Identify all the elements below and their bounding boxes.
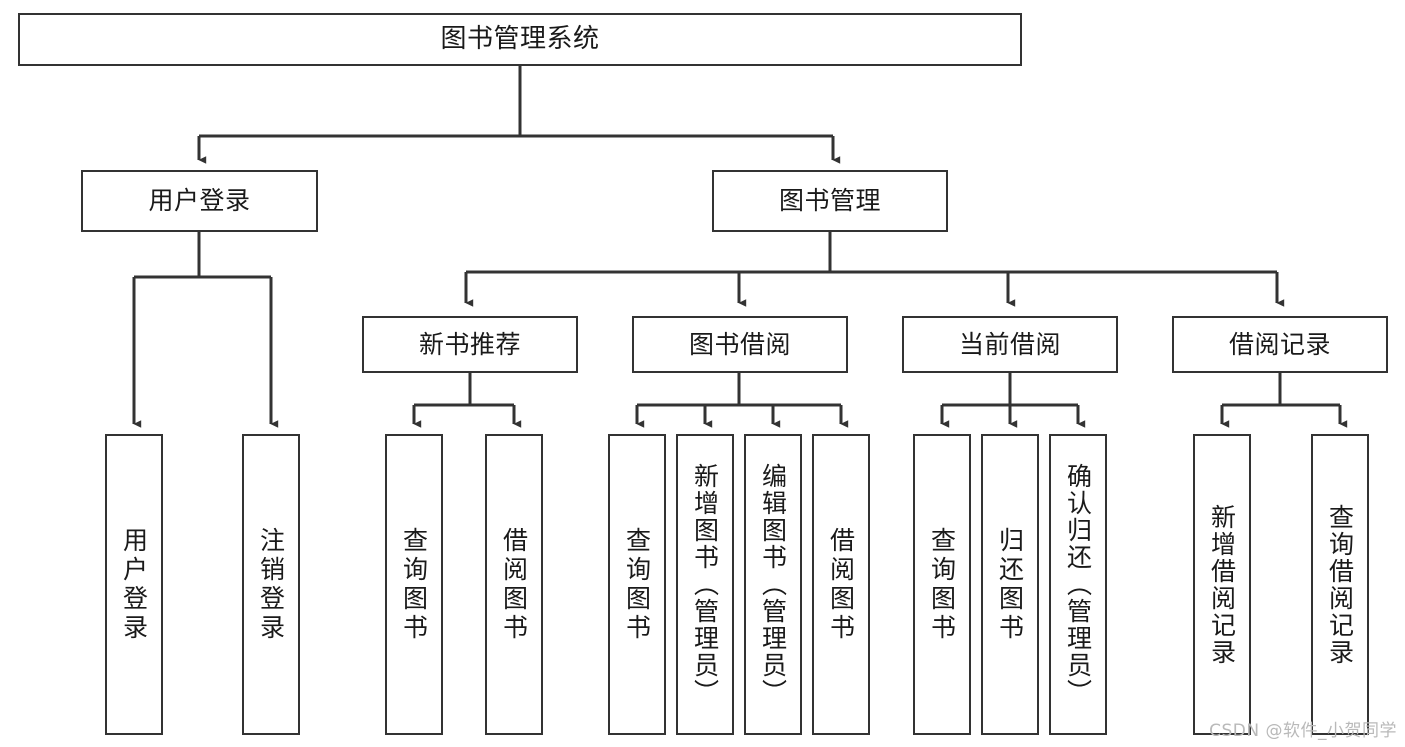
node-label: 确认归还（管理员） — [1063, 463, 1093, 706]
node-label: 查询图书 — [399, 526, 429, 643]
node-label: 查询图书 — [927, 526, 957, 643]
node-label: 归还图书 — [995, 526, 1025, 643]
node-leaf-edit-book-admin[interactable]: 编辑图书（管理员） — [744, 434, 802, 735]
node-label: 用户登录 — [119, 526, 149, 643]
node-leaf-query-book-recommend[interactable]: 查询图书 — [385, 434, 443, 735]
node-user-login[interactable]: 用户登录 — [81, 170, 318, 232]
node-leaf-logout-login[interactable]: 注销登录 — [242, 434, 300, 735]
node-leaf-return-book[interactable]: 归还图书 — [981, 434, 1039, 735]
node-leaf-query-book-borrow[interactable]: 查询图书 — [608, 434, 666, 735]
node-label: 查询借阅记录 — [1325, 503, 1355, 666]
node-leaf-query-borrow-record[interactable]: 查询借阅记录 — [1311, 434, 1369, 735]
node-label: 用户登录 — [148, 186, 251, 216]
node-label: 图书管理系统 — [440, 24, 600, 55]
node-new-book-recommend[interactable]: 新书推荐 — [362, 316, 578, 373]
node-label: 借阅图书 — [826, 526, 856, 643]
node-label: 图书借阅 — [688, 329, 791, 359]
node-current-borrow[interactable]: 当前借阅 — [902, 316, 1118, 373]
node-leaf-add-book-admin[interactable]: 新增图书（管理员） — [676, 434, 734, 735]
node-book-management[interactable]: 图书管理 — [712, 170, 948, 232]
node-label: 图书管理 — [778, 186, 881, 216]
node-label: 借阅图书 — [499, 526, 529, 643]
node-label: 借阅记录 — [1228, 329, 1331, 359]
node-leaf-query-book-current[interactable]: 查询图书 — [913, 434, 971, 735]
node-label: 当前借阅 — [958, 329, 1061, 359]
node-book-management-system[interactable]: 图书管理系统 — [18, 13, 1022, 66]
node-label: 新增图书（管理员） — [690, 463, 720, 706]
node-leaf-user-login[interactable]: 用户登录 — [105, 434, 163, 735]
node-borrow-record[interactable]: 借阅记录 — [1172, 316, 1388, 373]
node-label: 新增借阅记录 — [1207, 503, 1237, 666]
node-label: 查询图书 — [622, 526, 652, 643]
node-label: 注销登录 — [256, 526, 286, 643]
node-leaf-borrow-book[interactable]: 借阅图书 — [812, 434, 870, 735]
node-leaf-borrow-book-recommend[interactable]: 借阅图书 — [485, 434, 543, 735]
node-book-borrow[interactable]: 图书借阅 — [632, 316, 848, 373]
node-label: 新书推荐 — [418, 329, 521, 359]
node-leaf-add-borrow-record[interactable]: 新增借阅记录 — [1193, 434, 1251, 735]
node-label: 编辑图书（管理员） — [758, 463, 788, 706]
csdn-watermark: CSDN @软件_小贺同学 — [1209, 721, 1397, 741]
node-leaf-confirm-return-admin[interactable]: 确认归还（管理员） — [1049, 434, 1107, 735]
